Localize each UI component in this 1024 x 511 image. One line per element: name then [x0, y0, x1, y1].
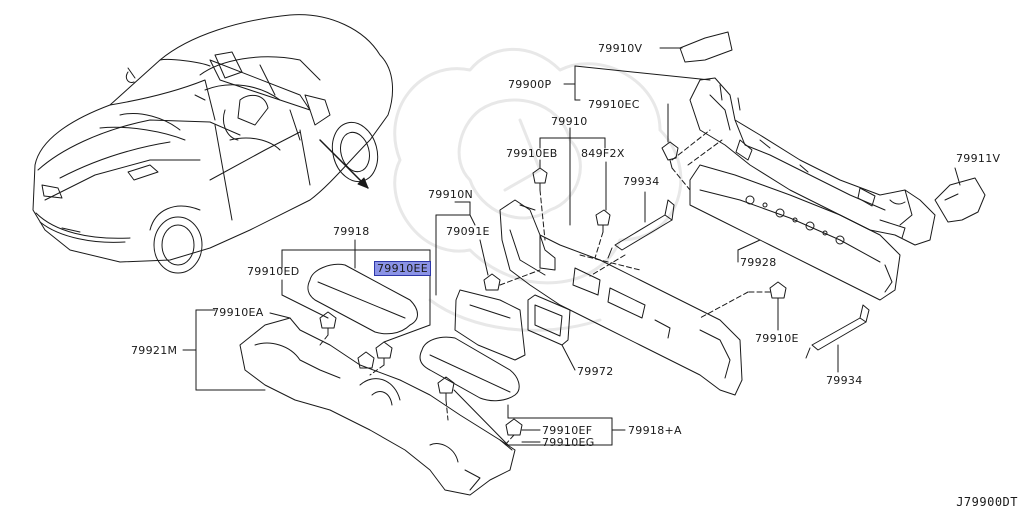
diagram-code: J79900DT	[956, 495, 1018, 509]
main-trim-79910	[499, 199, 743, 396]
part-label-79921m[interactable]: 79921M	[131, 344, 178, 357]
bracket-79934-upper	[607, 199, 675, 259]
clip-79910eg	[437, 376, 455, 401]
dashed-guides	[319, 129, 771, 446]
clip-79910ed	[319, 311, 337, 336]
clip-79910ef	[505, 418, 523, 436]
plate-79972	[527, 294, 571, 346]
pad-79918a	[419, 336, 520, 402]
clip-79910e	[769, 281, 787, 307]
part-label-79972[interactable]: 79972	[577, 365, 614, 378]
part-label-79911v[interactable]: 79911V	[956, 152, 1001, 165]
part-label-79910eg[interactable]: 79910EG	[542, 436, 595, 449]
part-label-79910n[interactable]: 79910N	[428, 188, 474, 201]
pad-79911v	[934, 177, 986, 223]
lower-trim-79921m	[239, 317, 516, 496]
bracket-79934-lower	[805, 304, 870, 359]
part-label-79910ed[interactable]: 79910ED	[247, 265, 300, 278]
part-label-79910eb[interactable]: 79910EB	[506, 147, 558, 160]
clip-79910ec	[661, 141, 679, 169]
rear-finisher-assembly	[689, 77, 936, 246]
car-illustration	[32, 14, 393, 274]
clip-79091e	[483, 273, 501, 291]
part-label-79910ea[interactable]: 79910EA	[212, 306, 264, 319]
part-label-79900p[interactable]: 79900P	[508, 78, 552, 91]
clip-79910eb	[532, 167, 548, 191]
part-label-79934-upper[interactable]: 79934	[623, 175, 660, 188]
part-label-79910e[interactable]: 79910E	[755, 332, 799, 345]
part-label-79928[interactable]: 79928	[740, 256, 777, 269]
clip-79910ee	[375, 341, 393, 366]
pad-79918	[307, 263, 418, 335]
part-label-79918a[interactable]: 79918+A	[628, 424, 682, 437]
part-label-79910ec[interactable]: 79910EC	[588, 98, 640, 111]
part-label-79910[interactable]: 79910	[551, 115, 588, 128]
part-label-79918[interactable]: 79918	[333, 225, 370, 238]
part-label-79934-lower[interactable]: 79934	[826, 374, 863, 387]
pad-79910v	[679, 31, 733, 63]
clip-849f2x	[595, 209, 611, 233]
part-label-79910ee-selected[interactable]: 79910EE	[374, 261, 431, 276]
panel-79910n	[454, 289, 526, 361]
center-panel-79928	[689, 164, 901, 301]
part-label-849f2x[interactable]: 849F2X	[581, 147, 625, 160]
part-label-79910ef[interactable]: 79910EF	[542, 424, 593, 437]
part-label-79091e[interactable]: 79091E	[446, 225, 490, 238]
part-label-79910v[interactable]: 79910V	[598, 42, 643, 55]
leader-lines	[182, 47, 961, 446]
pointer-arrow	[319, 139, 369, 189]
watermark-emblem	[393, 47, 683, 332]
